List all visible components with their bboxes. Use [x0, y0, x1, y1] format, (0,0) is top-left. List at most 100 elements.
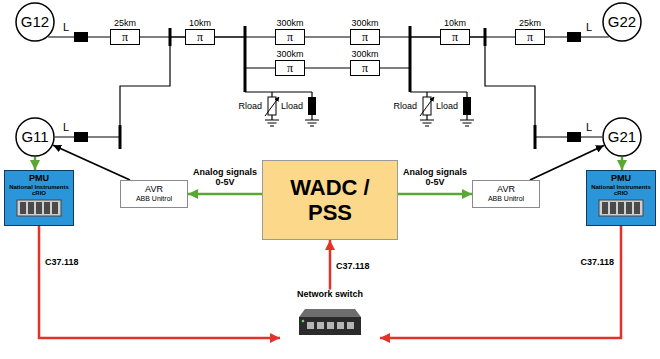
node-text: π	[452, 31, 458, 43]
node-text: WADC / PSS	[284, 175, 376, 226]
switch-icon	[297, 303, 363, 339]
bus-bar	[534, 125, 537, 149]
c37118-link-arrow	[380, 226, 621, 338]
node-text: π	[287, 62, 293, 74]
transformer-block	[567, 132, 581, 142]
controller-box: WADC / PSS	[262, 160, 398, 240]
pi-line-section: 300kmπ	[350, 29, 380, 45]
pi-line-section: 25kmπ	[515, 29, 545, 45]
node-text: π	[527, 31, 533, 43]
node-text: π	[122, 31, 128, 43]
node-text: G21	[608, 129, 636, 146]
node-text: ABB Unitrol	[136, 195, 172, 203]
variable-arrow	[265, 97, 279, 116]
signal-label: Analog signals 0-5V	[400, 167, 470, 188]
c37118-link-arrow	[329, 240, 332, 290]
distance-label: 300km	[276, 19, 303, 29]
node-text: π	[197, 31, 203, 43]
component-label: L	[63, 21, 69, 34]
component-label: L	[63, 121, 69, 134]
node-text: ABB Unitrol	[488, 195, 524, 203]
crio-module	[52, 202, 58, 214]
component-label: Lload	[281, 101, 303, 111]
node-text: cRIO	[32, 190, 46, 197]
distance-label: 25km	[519, 19, 541, 29]
protocol-label: C37.118	[336, 261, 370, 271]
node-text: Network switch	[297, 290, 363, 300]
node-text: G11	[21, 129, 48, 146]
protocol-label: C37.118	[45, 257, 79, 267]
distance-label: 10km	[189, 19, 211, 29]
pmu-device: PMUNational InstrumentscRIO	[586, 170, 656, 226]
analog-signal-arrow	[398, 193, 472, 196]
crio-module	[618, 202, 624, 214]
load-wire	[245, 91, 312, 92]
signal-label: Analog signals 0-5V	[190, 167, 260, 188]
load-wire	[311, 92, 312, 97]
bus-bar	[244, 26, 247, 92]
crio-module	[20, 202, 26, 214]
bus-bar	[169, 28, 172, 46]
pi-line-section: 300kmπ	[275, 29, 305, 45]
network-switch: Network switch	[280, 290, 380, 353]
analog-signal-arrow	[34, 157, 37, 170]
generator-ring	[16, 3, 54, 41]
generator-circle: G11	[15, 117, 55, 157]
node-text: π	[362, 62, 368, 74]
protocol-label: C37.118	[580, 257, 614, 267]
switch-port	[327, 322, 334, 329]
transformer-block	[74, 132, 88, 142]
generator-circle: G21	[602, 117, 642, 157]
node-text: G22	[608, 14, 636, 31]
distance-label: 10km	[444, 19, 466, 29]
crio-module	[28, 202, 34, 214]
node-text: National Instruments	[591, 184, 651, 191]
node-text: π	[287, 31, 293, 43]
c37118-link-arrow	[39, 226, 280, 338]
distance-label: 25km	[114, 19, 136, 29]
pi-line-section: 25kmπ	[110, 29, 140, 45]
crio-device-icon	[16, 199, 62, 217]
crio-module	[634, 202, 640, 214]
ground-symbol	[305, 120, 319, 126]
node-text: National Instruments	[9, 184, 69, 191]
pmu-device: PMUNational InstrumentscRIO	[4, 170, 74, 226]
variable-arrow	[420, 97, 434, 116]
switch-top	[299, 309, 361, 317]
switch-port	[337, 322, 344, 329]
power-line	[305, 36, 350, 37]
bus-bar	[119, 125, 122, 149]
load-wire	[410, 91, 467, 92]
crio-module	[602, 202, 608, 214]
crio-module	[44, 202, 50, 214]
component-label: L	[586, 121, 592, 134]
node-text: π	[362, 31, 368, 43]
avr-box: AVRABB Unitrol	[472, 180, 540, 208]
pi-line-section: 10kmπ	[440, 29, 470, 45]
pi-line-section: 10kmπ	[185, 29, 215, 45]
crio-module	[36, 202, 42, 214]
inductor-symbol	[308, 97, 316, 115]
component-label: Rload	[393, 101, 417, 111]
ground-symbol	[460, 120, 474, 126]
switch-port	[347, 322, 354, 329]
ground-symbol	[420, 120, 434, 126]
component-label: L	[586, 21, 592, 34]
generator-circle: G22	[602, 2, 642, 42]
power-line	[470, 37, 602, 137]
component-label: Lload	[436, 101, 458, 111]
switch-port	[317, 322, 324, 329]
load-wire	[271, 115, 272, 120]
generator-ring	[16, 118, 54, 156]
switch-led	[302, 320, 305, 323]
load-wire	[311, 115, 312, 120]
component-label: Rload	[238, 101, 262, 111]
distance-label: 300km	[351, 19, 378, 29]
generator-ring	[603, 118, 641, 156]
crio-chassis	[17, 200, 61, 216]
pi-line-section: 300kmπ	[350, 60, 380, 76]
ground-symbol	[265, 120, 279, 126]
generator-circle: G12	[15, 2, 55, 42]
bus-bar	[409, 26, 412, 92]
analog-signal-arrow	[188, 193, 262, 196]
